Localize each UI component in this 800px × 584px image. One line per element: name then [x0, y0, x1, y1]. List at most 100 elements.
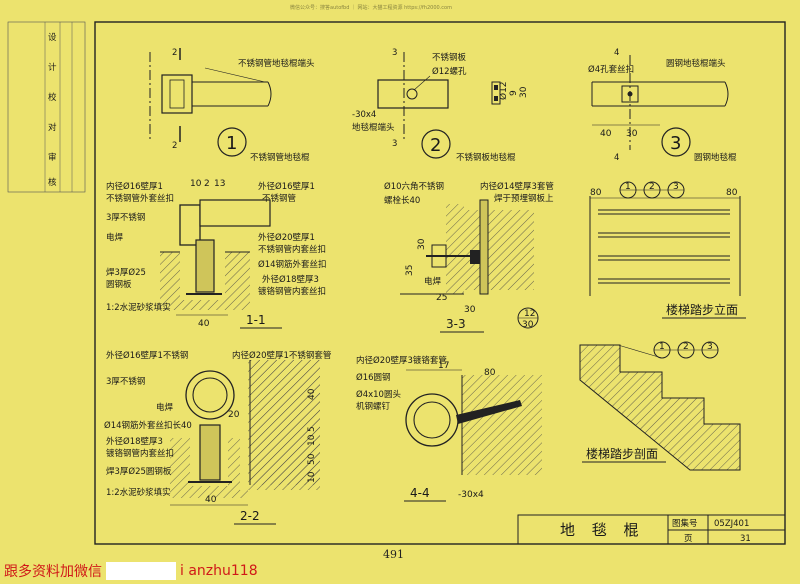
profile-title: 楼梯踏步剖面 — [586, 446, 658, 461]
s33-dim-5: 12 — [524, 309, 535, 319]
title-block: 地 毯 棍 图集号 05ZJ401 页 31 — [517, 514, 786, 545]
s11-l3: 3厚不锈钢 — [106, 212, 145, 223]
s44-dim-3: -30x4 — [458, 490, 484, 500]
elev-c2: 2 — [649, 182, 655, 192]
d2-plate-label: 不锈钢板 — [432, 52, 467, 63]
strip-text-2: 校 — [48, 92, 57, 103]
s11-dim-1: 10 — [190, 179, 202, 189]
prof-c1: 1 — [659, 342, 665, 352]
d1-number: 1 — [226, 133, 237, 154]
d1-head-label: 不锈钢管地毯棍端头 — [238, 58, 315, 69]
s11-l4: 电焊 — [106, 232, 124, 243]
page-number-block: 31 — [740, 534, 751, 544]
d3-sec-b: 4 — [614, 153, 619, 163]
d2-sec-a: 3 — [392, 48, 397, 58]
d2-dim-2: 9 — [509, 90, 519, 96]
s33-dim-4: 30 — [464, 305, 476, 315]
s22-l4: Ø14钢筋外套丝扣长40 — [104, 420, 192, 431]
s22-l2: 3厚不锈钢 — [106, 376, 145, 387]
left-strip-lines — [44, 22, 73, 192]
s11-r6: 外径Ø18壁厚3 — [262, 274, 319, 285]
s11-l1: 内径Ø16壁厚1 — [106, 181, 163, 192]
d3-dim-2: 30 — [626, 129, 638, 139]
drawing-title: 地 毯 棍 — [560, 521, 645, 539]
s33-dim-6: 30 — [522, 320, 534, 330]
header-note: 微信公众号：搜答autofbd ｜ 网站：大猫工程资源 https://fh20… — [290, 5, 452, 11]
d3-sec-a: 4 — [614, 48, 619, 58]
section-3-3: Ø10六角不锈钢 螺栓长40 电焊 内径Ø14壁厚3套管 焊于预埋钢板上 30 … — [384, 181, 554, 333]
s11-l5: 焊3厚Ø25 — [106, 267, 146, 278]
s22-dim-5: 50 — [307, 453, 317, 465]
watermark-left: 跟多资料加微信 — [4, 564, 102, 580]
s44-l4: 机钢螺钉 — [356, 401, 391, 412]
s44-dim-1: 17 — [438, 361, 449, 371]
s22-l7: 焊3厚Ø25圆钢板 — [106, 466, 172, 477]
s44-l3: Ø4x10圆头 — [356, 389, 401, 400]
s33-title: 3-3 — [446, 317, 466, 331]
s11-title: 1-1 — [246, 313, 266, 327]
d3-head-label: 圆钢地毯棍端头 — [666, 58, 726, 69]
atlas-label: 图集号 — [672, 518, 698, 529]
s33-l2: 螺栓长40 — [384, 195, 420, 206]
d2-number: 2 — [430, 135, 441, 156]
s33-dim-3: 25 — [436, 293, 447, 303]
watermark: 跟多资料加微信 i anzhu118 — [4, 560, 258, 582]
s22-r1: 内径Ø20壁厚1不锈钢套管 — [232, 350, 331, 361]
stair-elevation: 1 2 3 80 80 楼梯踏步立面 — [589, 181, 746, 319]
s22-l6: 镀铬钢管内套丝扣 — [106, 448, 174, 459]
d1-sec-a: 2 — [172, 48, 177, 58]
s11-r7: 镀铬钢管内套丝扣 — [258, 286, 326, 297]
elev-c1: 1 — [625, 182, 631, 192]
s44-l1: 内径Ø20壁厚3镀铬套管 — [356, 355, 447, 366]
s22-l3: 电焊 — [156, 402, 174, 413]
d3-caption: 圆钢地毯棍 — [694, 152, 737, 163]
s22-dim-2: 40 — [307, 388, 317, 400]
left-strip — [7, 21, 86, 193]
s33-l1: Ø10六角不锈钢 — [384, 181, 444, 192]
s22-dim-7: 40 — [205, 495, 217, 505]
s11-r3: 外径Ø20壁厚1 — [258, 232, 315, 243]
strip-text-5: 核 — [48, 177, 57, 188]
detail-1: 2 2 不锈钢管地毯棍端头 1 不锈钢管地毯棍 — [149, 48, 315, 163]
drawing-frame — [94, 21, 786, 545]
strip-text-1: 计 — [48, 62, 57, 73]
s22-l8: 1:2水泥砂浆填实 — [106, 487, 171, 498]
elev-dim-2: 80 — [726, 188, 738, 198]
s22-l5: 外径Ø18壁厚3 — [106, 436, 163, 447]
s22-dim-3: 5 — [307, 426, 317, 432]
d2-flat-label: -30x4 — [352, 110, 376, 120]
d2-dim-1: Ø12 — [498, 81, 509, 100]
s22-title: 2-2 — [240, 509, 260, 523]
s11-r5: Ø14钢筋外套丝扣 — [258, 259, 327, 270]
d2-hole-label: Ø12螺孔 — [432, 66, 467, 77]
d3-hole-label: Ø4孔套丝扣 — [588, 64, 634, 75]
s33-l3: 电焊 — [424, 276, 442, 287]
s44-title: 4-4 — [410, 486, 430, 500]
detail-3: 4 4 Ø4孔套丝扣 圆钢地毯棍端头 40 30 3 圆钢地毯棍 — [588, 48, 737, 163]
prof-c3: 3 — [707, 342, 713, 352]
page-label: 页 — [684, 534, 693, 544]
s33-dim-1: 30 — [417, 238, 427, 250]
strip-text-0: 设 — [48, 32, 57, 43]
page-number: 491 — [383, 548, 404, 561]
stair-profile: 1 2 3 楼梯踏步剖面 — [579, 341, 741, 471]
detail-2: 3 3 不锈钢板 Ø12螺孔 -30x4 地毯棍端头 Ø12 9 30 2 不锈… — [352, 48, 529, 163]
s44-l2: Ø16圆钢 — [356, 372, 391, 383]
d2-caption: 不锈钢板地毯棍 — [456, 152, 516, 163]
s11-l2: 不锈钢管外套丝扣 — [106, 193, 174, 204]
s22-dim-4: 10 — [307, 434, 317, 446]
s33-r2: 焊于预埋钢板上 — [494, 193, 554, 204]
s22-dim-1: 20 — [228, 410, 240, 420]
s11-dim-4: 40 — [198, 319, 210, 329]
s11-dim-2: 2 — [204, 179, 210, 189]
d2-dim-3: 30 — [519, 86, 529, 98]
d1-sec-b: 2 — [172, 141, 177, 151]
prof-c2: 2 — [683, 342, 689, 352]
section-1-1: 40 10 2 13 内径Ø16壁厚1 不锈钢管外套丝扣 3厚不锈钢 电焊 焊3… — [106, 179, 327, 329]
d3-dim-1: 40 — [600, 129, 612, 139]
s11-r2: 不锈钢管 — [262, 193, 296, 204]
elev-dim-1: 80 — [590, 188, 602, 198]
left-strip-text: 设 计 校 对 审 核 — [48, 32, 57, 188]
s11-l6: 圆钢板 — [106, 279, 132, 290]
